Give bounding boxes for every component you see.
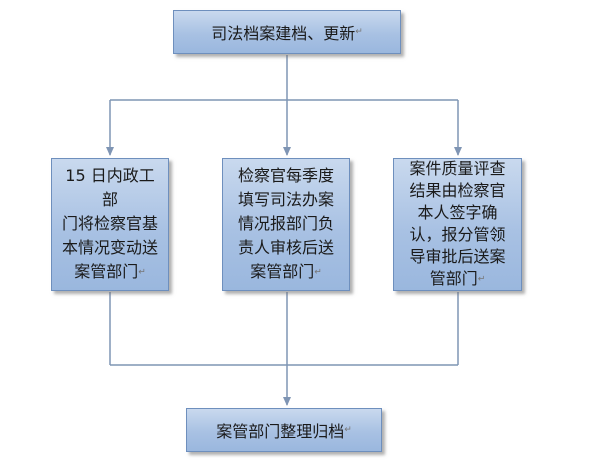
box-quarterly-case-report-label: 检察官每季度 填写司法办案 情况报部门负 责人审核后送 案管部门↵: [237, 166, 334, 282]
box-case-management-filing-label: 案管部门整理归档: [216, 422, 345, 441]
box-case-quality-review: 案件质量评查 结果由检察官 本人签字确 认，报分管领 导审批后送案 管部门↵: [393, 158, 522, 291]
paragraph-mark-icon: ↵: [344, 425, 352, 435]
box-case-quality-review-label: 案件质量评查 结果由检察官 本人签字确 认，报分管领 导审批后送案 管部门↵: [409, 159, 506, 289]
paragraph-mark-icon: ↵: [477, 274, 486, 285]
box-quarterly-case-report: 检察官每季度 填写司法办案 情况报部门负 责人审核后送 案管部门↵: [222, 158, 350, 291]
paragraph-mark-icon: ↵: [314, 267, 322, 278]
box-political-dept-report-label: 15 日内政工部 门将检察官基 本情况变动送 案管部门↵: [61, 166, 158, 282]
box-archive-create-update-label: 司法档案建档、更新: [211, 24, 356, 43]
box-archive-create-update: 司法档案建档、更新↵: [173, 10, 401, 54]
box-political-dept-report: 15 日内政工部 门将检察官基 本情况变动送 案管部门↵: [51, 158, 169, 291]
paragraph-mark-icon: ↵: [138, 267, 146, 278]
paragraph-mark-icon: ↵: [355, 27, 363, 37]
box-case-management-filing: 案管部门整理归档↵: [186, 408, 382, 452]
